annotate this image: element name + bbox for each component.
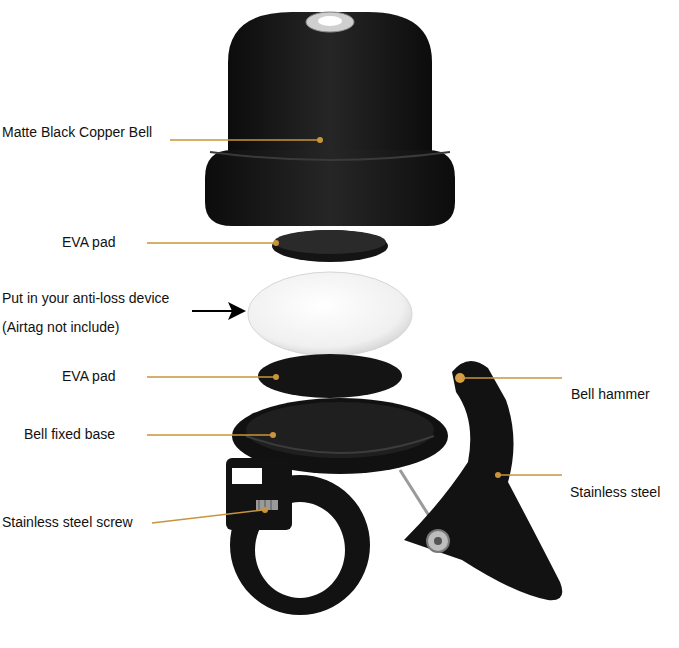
part-label: EVA pad	[62, 234, 115, 251]
part-label: Stainless steel	[570, 484, 660, 501]
part-label: Stainless steel screw	[2, 514, 133, 531]
part-label: Matte Black Copper Bell	[2, 124, 152, 141]
part-label: Put in your anti-loss device	[2, 290, 169, 307]
part-label: (Airtag not include)	[2, 319, 120, 336]
part-label: Bell fixed base	[24, 426, 115, 443]
part-label: EVA pad	[62, 368, 115, 385]
part-label: Bell hammer	[571, 386, 650, 403]
